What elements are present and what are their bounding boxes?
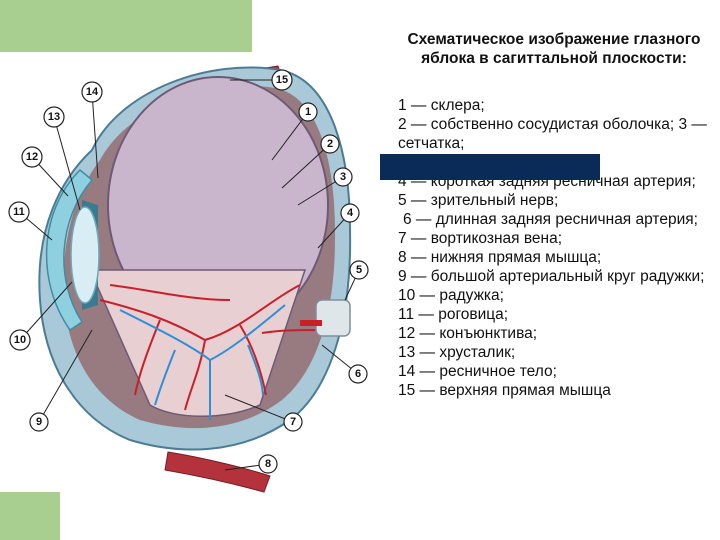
callout-3: 3	[334, 168, 352, 186]
legend-item-5: 5 — зрительный нерв;	[398, 191, 710, 210]
legend-item-8: 8 — нижняя прямая мышца;	[398, 248, 710, 267]
callout-8: 8	[259, 455, 277, 473]
legend-item-11: 11 — роговица;	[398, 305, 710, 324]
legend-item-13: 13 — хрусталик;	[398, 343, 710, 362]
legend-item-15: 15 — верхняя прямая мышца	[398, 381, 710, 400]
callout-6-label: 6	[355, 368, 361, 380]
callout-2: 2	[321, 135, 339, 153]
callout-8-label: 8	[265, 458, 271, 470]
legend-item-7: 7 — вортикозная вена;	[398, 229, 710, 248]
lens	[71, 207, 99, 303]
callout-7: 7	[284, 413, 302, 431]
callout-3-label: 3	[340, 171, 346, 183]
eyeball-illustration: 1 2 3 4 5 6 7 8 9 10 11 12 13 14 15	[0, 0, 390, 540]
callout-2-label: 2	[327, 138, 333, 150]
legend-list: 1 — склера; 2 — собственно сосудистая об…	[398, 96, 710, 400]
callout-5-label: 5	[356, 264, 362, 276]
inferior-rectus-muscle	[165, 452, 270, 492]
figure-title: Схематическое изображение глазного яблок…	[398, 30, 710, 68]
legend-item-10: 10 — радужка;	[398, 286, 710, 305]
legend-item-14: 14 — ресничное тело;	[398, 362, 710, 381]
redaction-bar	[380, 154, 600, 180]
callout-1: 1	[299, 103, 317, 121]
callout-12-label: 12	[26, 151, 38, 163]
callout-13: 13	[44, 107, 64, 127]
callout-15-label: 15	[276, 74, 288, 86]
callout-9-label: 9	[36, 416, 42, 428]
legend-item-1: 1 — склера;	[398, 96, 710, 115]
callout-13-label: 13	[48, 111, 60, 123]
callout-12: 12	[22, 147, 42, 167]
legend-item-6: 6 — длинная задняя ресничная артерия;	[398, 210, 710, 229]
callout-5: 5	[350, 261, 368, 279]
eyeball-figure: 1 2 3 4 5 6 7 8 9 10 11 12 13 14 15	[0, 0, 390, 540]
callout-1-label: 1	[305, 106, 311, 118]
legend-item-12: 12 — конъюнктива;	[398, 324, 710, 343]
callout-11-label: 11	[13, 206, 25, 218]
callout-10: 10	[10, 330, 30, 350]
callout-14: 14	[82, 82, 102, 102]
legend-item-9: 9 — большой артериальный круг радужки;	[398, 267, 710, 286]
callout-6: 6	[349, 365, 367, 383]
callout-14-label: 14	[86, 86, 99, 98]
legend-item-2-3: 2 — собственно сосудистая оболочка; 3 — …	[398, 115, 710, 153]
callout-15: 15	[272, 70, 292, 90]
callout-10-label: 10	[14, 334, 26, 346]
callout-9: 9	[30, 413, 48, 431]
callout-4-label: 4	[347, 207, 354, 219]
callout-11: 11	[9, 202, 29, 222]
callout-4: 4	[341, 204, 359, 222]
callout-7-label: 7	[290, 416, 296, 428]
